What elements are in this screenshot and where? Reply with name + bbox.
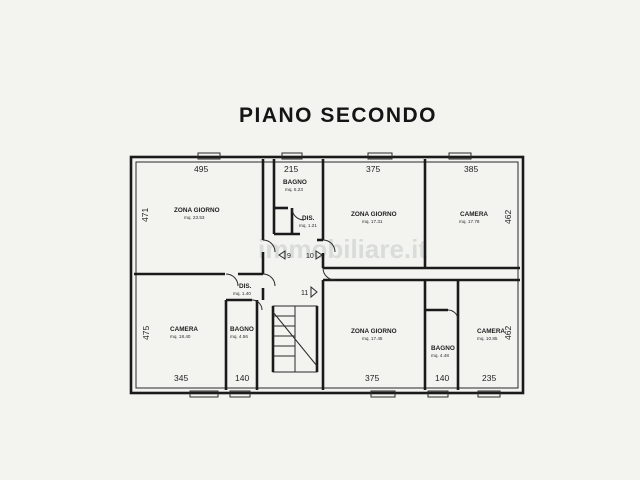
room-name: BAGNO	[283, 179, 307, 186]
room-area: mq. 17.78	[459, 219, 480, 224]
interior-walls	[134, 159, 520, 390]
room-area: mq. 4.48	[431, 353, 449, 358]
dimension-label: 471	[140, 208, 150, 222]
dimension-labels: 495 215 375 385 471 462 475 462 345 140 …	[140, 164, 513, 383]
room-name: BAGNO	[431, 345, 455, 352]
outer-wall	[129, 155, 525, 395]
top-windows	[197, 152, 472, 160]
room-name: DIS.	[302, 215, 315, 222]
room-area: mq. 17.45	[362, 336, 383, 341]
bottom-windows	[189, 390, 501, 398]
room-area: mq. 18.40	[170, 334, 191, 339]
plan-title: PIANO SECONDO	[238, 104, 438, 127]
room-area: mq. 17.31	[362, 219, 383, 224]
step-number: 11	[301, 290, 308, 297]
room-area: mq. 1.21	[299, 223, 317, 228]
dimension-label: 140	[235, 373, 249, 383]
room-name: ZONA GIORNO	[351, 211, 397, 218]
room-name: CAMERA	[477, 328, 505, 335]
room-name: CAMERA	[460, 211, 488, 218]
room-area: mq. 5.23	[285, 187, 303, 192]
room-name: ZONA GIORNO	[351, 328, 397, 335]
dimension-label: 462	[503, 210, 513, 224]
room-area: mq. 4.56	[230, 334, 248, 339]
room-area: mq. 10.85	[477, 336, 498, 341]
room-area: mq. 1.40	[233, 291, 251, 296]
room-area: mq. 23.53	[184, 215, 205, 220]
dimension-label: 462	[503, 326, 513, 340]
stair-step-markers: 9 10 11	[278, 250, 323, 299]
dimension-label: 495	[194, 164, 208, 174]
step-number: 9	[287, 253, 291, 260]
room-name: CAMERA	[170, 326, 198, 333]
door-swings	[225, 207, 459, 321]
room-name: BAGNO	[230, 326, 254, 333]
room-name: DIS.	[239, 283, 252, 290]
dimension-label: 385	[464, 164, 478, 174]
dimension-label: 215	[284, 164, 298, 174]
dimension-label: 375	[365, 373, 379, 383]
room-name: ZONA GIORNO	[174, 207, 220, 214]
dimension-label: 235	[482, 373, 496, 383]
dimension-label: 345	[174, 373, 188, 383]
room-labels: ZONA GIORNO mq. 23.53 BAGNO mq. 5.23 DIS…	[170, 179, 505, 358]
step-number: 10	[306, 253, 314, 260]
watermark-text: immobiliare.it	[258, 234, 427, 264]
dimension-label: 140	[435, 373, 449, 383]
dimension-label: 475	[141, 326, 151, 340]
dimension-label: 375	[366, 164, 380, 174]
